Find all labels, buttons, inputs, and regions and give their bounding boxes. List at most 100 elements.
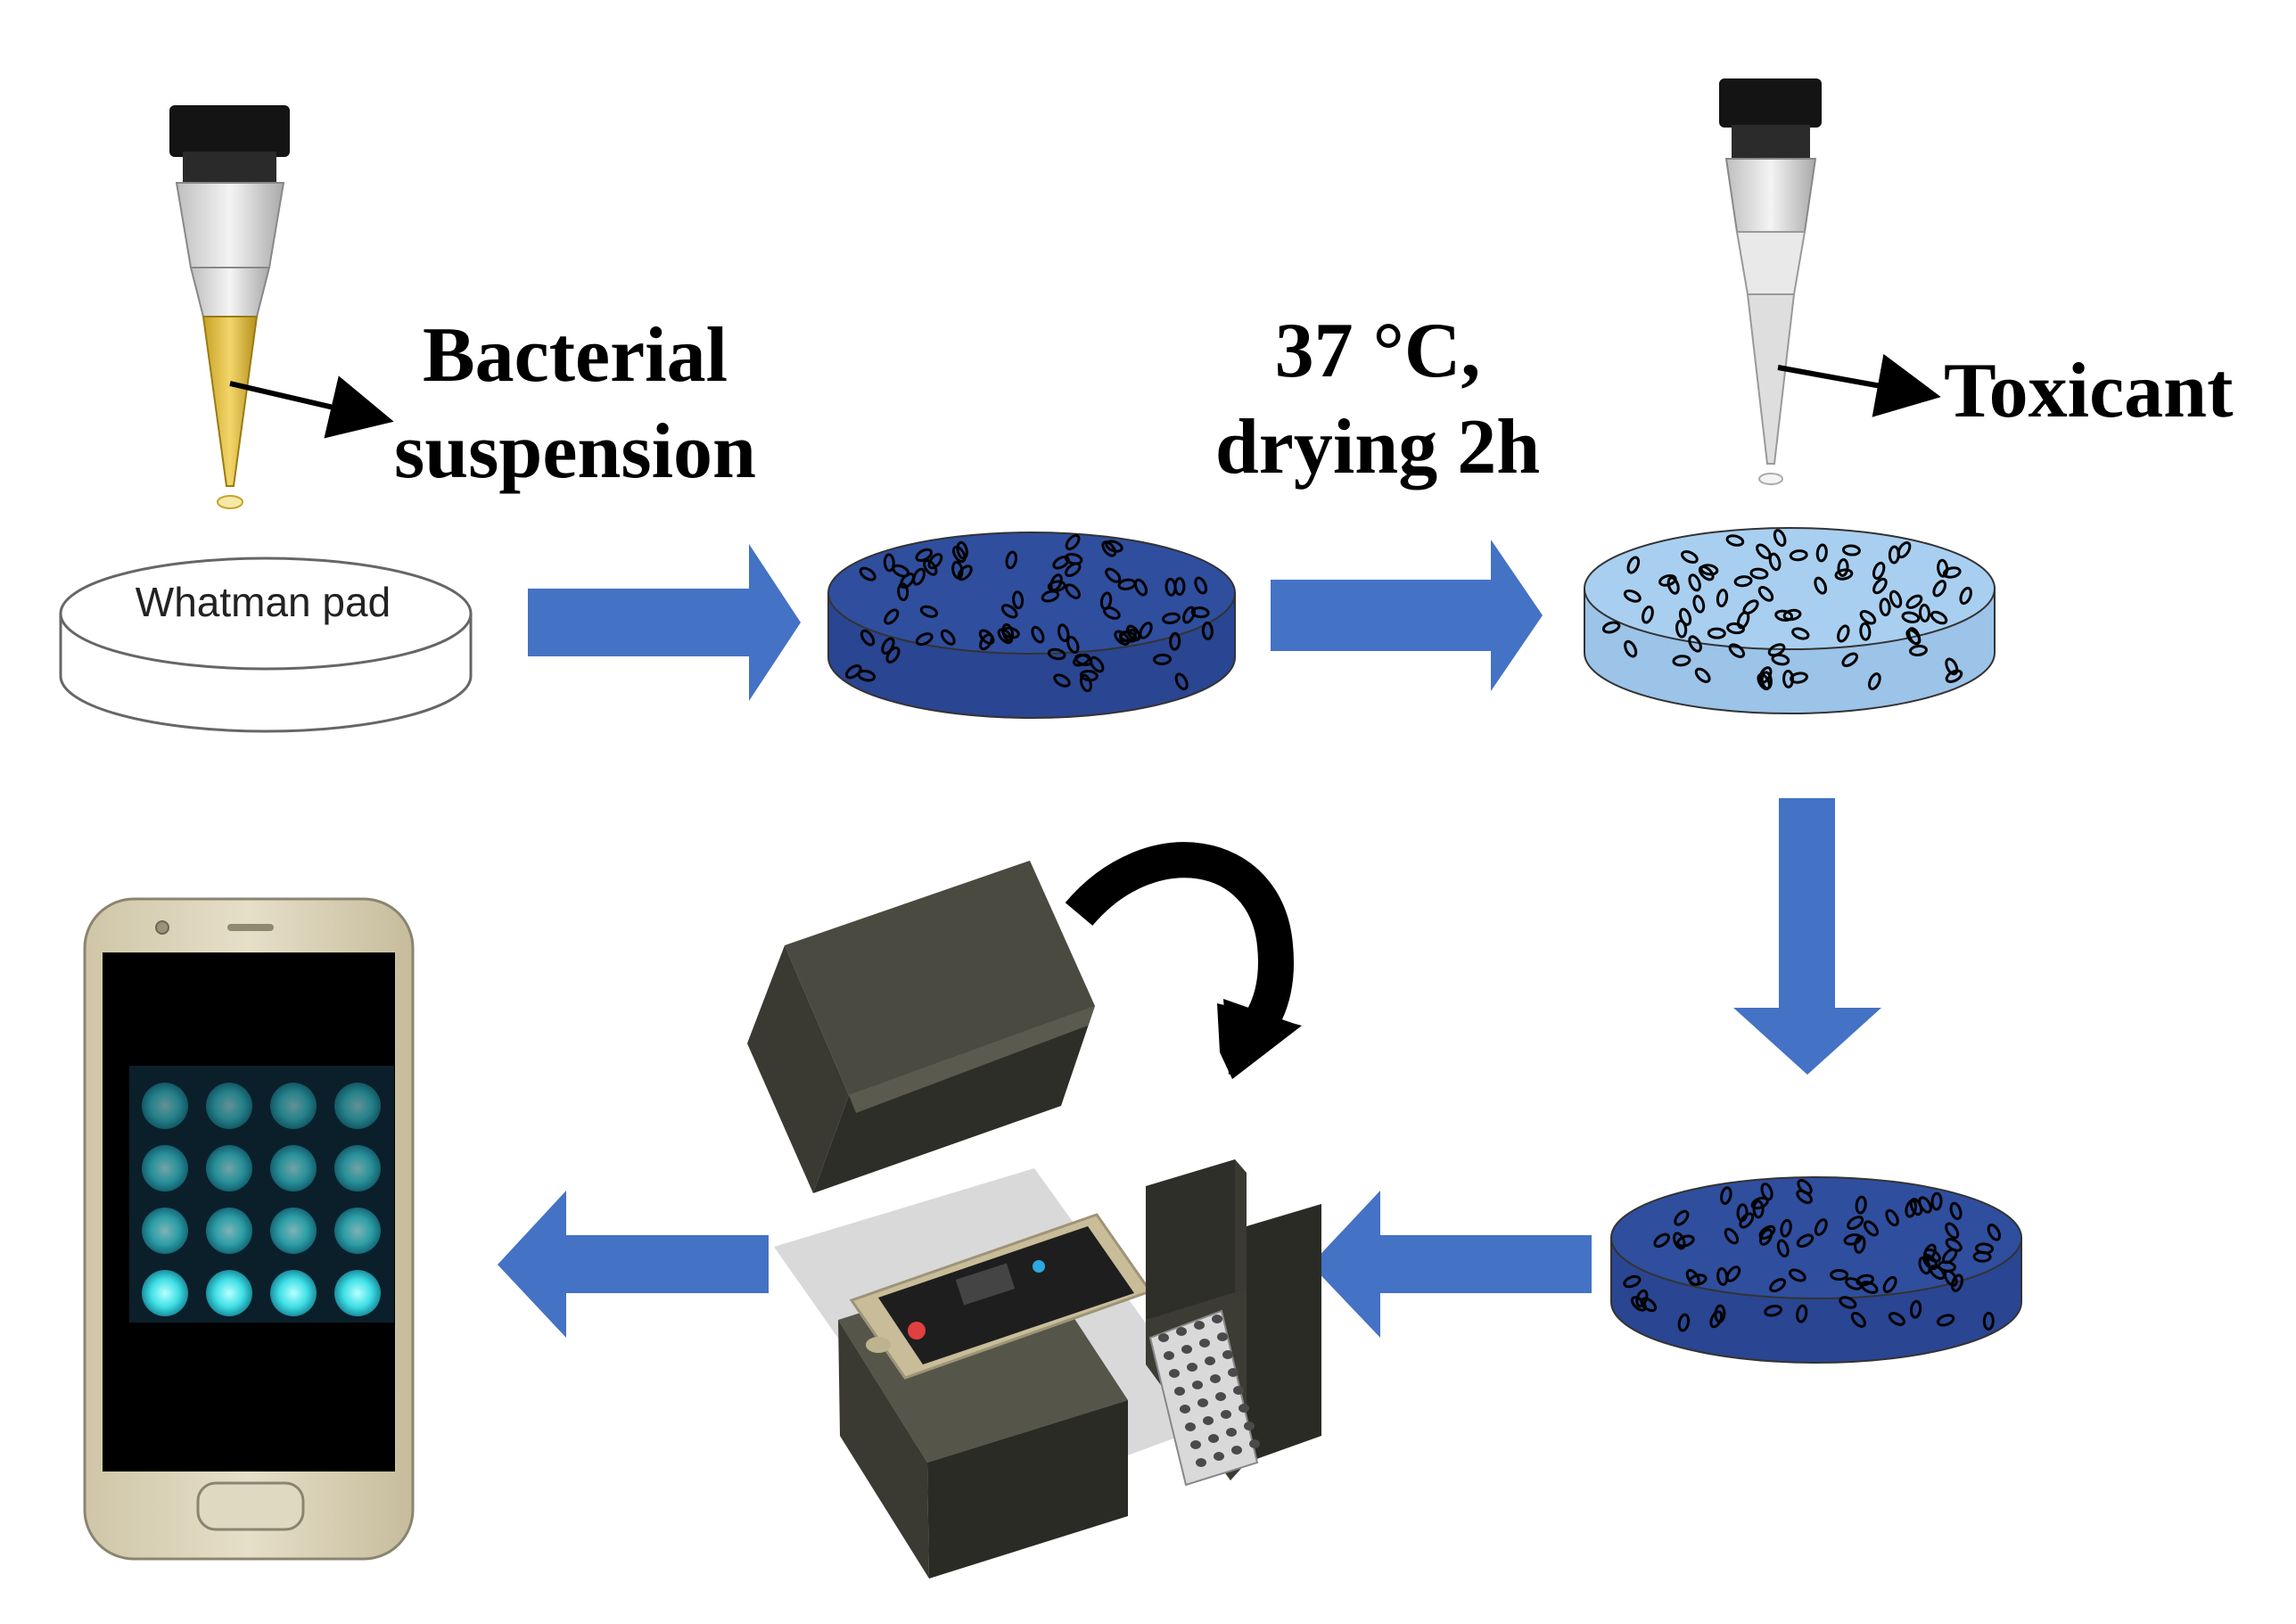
bacterium-icon	[1905, 1199, 1918, 1218]
bacterium-icon	[1982, 1311, 1995, 1331]
bacterium-icon	[1674, 1209, 1690, 1226]
bacterium-icon	[997, 628, 1014, 645]
bacterium-icon	[1889, 589, 1903, 608]
bacterium-icon	[1788, 1268, 1806, 1282]
well-spot	[206, 1270, 252, 1316]
bacterium-icon	[1677, 1313, 1691, 1332]
bacterium-icon	[1847, 1216, 1864, 1231]
bacterium-icon	[1640, 1297, 1658, 1313]
bacterium-icon	[1918, 1196, 1932, 1214]
loaded-pad-icon	[827, 532, 1236, 719]
well-spot	[270, 1083, 317, 1129]
plate-hole	[1176, 1327, 1187, 1336]
plate-hole	[1180, 1405, 1190, 1414]
pipette-icon	[1719, 78, 1941, 485]
well-spot	[206, 1083, 252, 1129]
bacterium-icon	[1752, 1199, 1765, 1219]
bacterium-icon	[1089, 655, 1105, 673]
bacterium-icon	[1837, 558, 1849, 577]
bacterium-icon	[1749, 567, 1769, 580]
bacterium-icon	[1725, 534, 1745, 547]
bacterium-icon	[1764, 1305, 1782, 1317]
bacterium-icon	[1164, 577, 1177, 597]
bacterium-icon	[1791, 627, 1810, 640]
bacterium-icon	[1922, 1243, 1937, 1262]
bacterium-icon	[1169, 631, 1181, 651]
bacterium-icon	[1758, 1228, 1773, 1246]
bacterium-icon	[1885, 1208, 1899, 1227]
bacterium-icon	[1936, 1314, 1955, 1327]
bacterium-icon	[1194, 576, 1208, 595]
bacterium-icon	[1959, 586, 1972, 606]
arrow-right-1	[528, 544, 801, 701]
bacterium-icon	[1733, 575, 1753, 588]
bacterium-icon	[900, 573, 916, 589]
bacterium-icon	[1796, 1304, 1808, 1323]
bacterium-icon	[919, 605, 939, 618]
bacterium-icon	[883, 553, 895, 573]
bacterium-icon	[1879, 598, 1891, 617]
bacterium-icon	[1692, 595, 1706, 614]
plate-hole	[1181, 1345, 1192, 1354]
bacterium-icon	[1066, 635, 1080, 655]
plate-hole	[1203, 1416, 1214, 1425]
bacterium-icon	[1872, 561, 1886, 580]
bacterium-icon	[1623, 589, 1642, 603]
bacterium-icon	[1780, 1218, 1792, 1238]
plate-hole	[1185, 1422, 1196, 1431]
bacterium-icon	[1834, 568, 1854, 581]
plate-hole	[1205, 1356, 1215, 1365]
bacterium-icon	[1918, 1256, 1931, 1275]
well-plate-icon	[1158, 1315, 1260, 1467]
well-spot	[142, 1208, 188, 1254]
bacterium-icon	[1739, 1212, 1755, 1229]
bacterium-icon	[1796, 1233, 1815, 1248]
bacterium-icon	[1118, 631, 1138, 643]
drying-condition-line2: drying 2h	[1214, 404, 1541, 490]
bacterium-icon	[1678, 607, 1692, 626]
well-spot	[142, 1270, 188, 1316]
bacterium-icon	[1975, 1242, 1995, 1255]
bacterium-icon	[1774, 609, 1794, 622]
bacterium-icon	[1681, 550, 1699, 565]
plate-hole	[1197, 1398, 1208, 1407]
bacterium-icon	[1133, 578, 1148, 597]
bacterium-icon	[1724, 1227, 1740, 1245]
bacterium-icon	[1757, 586, 1774, 602]
bacterium-icon	[1905, 629, 1922, 646]
bacterium-icon	[1041, 589, 1060, 603]
arrow-left-1	[1311, 1191, 1592, 1338]
bacterium-icon	[1771, 653, 1790, 666]
well-grid	[142, 1083, 381, 1316]
bacterium-icon	[1152, 653, 1172, 665]
bacterium-icon	[1942, 566, 1962, 579]
bacterium-icon	[1047, 580, 1066, 592]
bacterium-icon	[1666, 576, 1680, 595]
bacterium-icon	[1855, 1195, 1867, 1215]
bacterium-icon	[1937, 558, 1949, 578]
dried-pad-icon	[1584, 527, 1996, 714]
bacterium-icon	[927, 553, 943, 570]
bacterium-icon	[915, 632, 934, 647]
bacterium-icon	[1909, 644, 1928, 656]
plate-hole	[1244, 1422, 1255, 1430]
plate-hole	[1249, 1439, 1260, 1448]
bacterium-icon	[1101, 540, 1117, 557]
bacterium-icon	[1839, 1296, 1857, 1309]
smartphone-on-box	[849, 1213, 1153, 1380]
bacterium-icon	[1950, 1274, 1963, 1292]
plate-hole	[1199, 1339, 1210, 1348]
bacterium-icon	[1757, 672, 1771, 691]
bacterium-icon	[1945, 657, 1959, 676]
bacterium-icon	[857, 669, 876, 682]
bacterium-icon	[1856, 1274, 1874, 1287]
bacterium-icon	[1688, 635, 1702, 653]
bacterium-icon	[1760, 1183, 1773, 1201]
plate-hole	[1228, 1368, 1239, 1377]
bacterium-icon	[859, 566, 876, 581]
bacterium-icon	[1676, 1234, 1695, 1248]
well-spot	[270, 1270, 317, 1316]
bacterium-icon	[1720, 1186, 1732, 1205]
